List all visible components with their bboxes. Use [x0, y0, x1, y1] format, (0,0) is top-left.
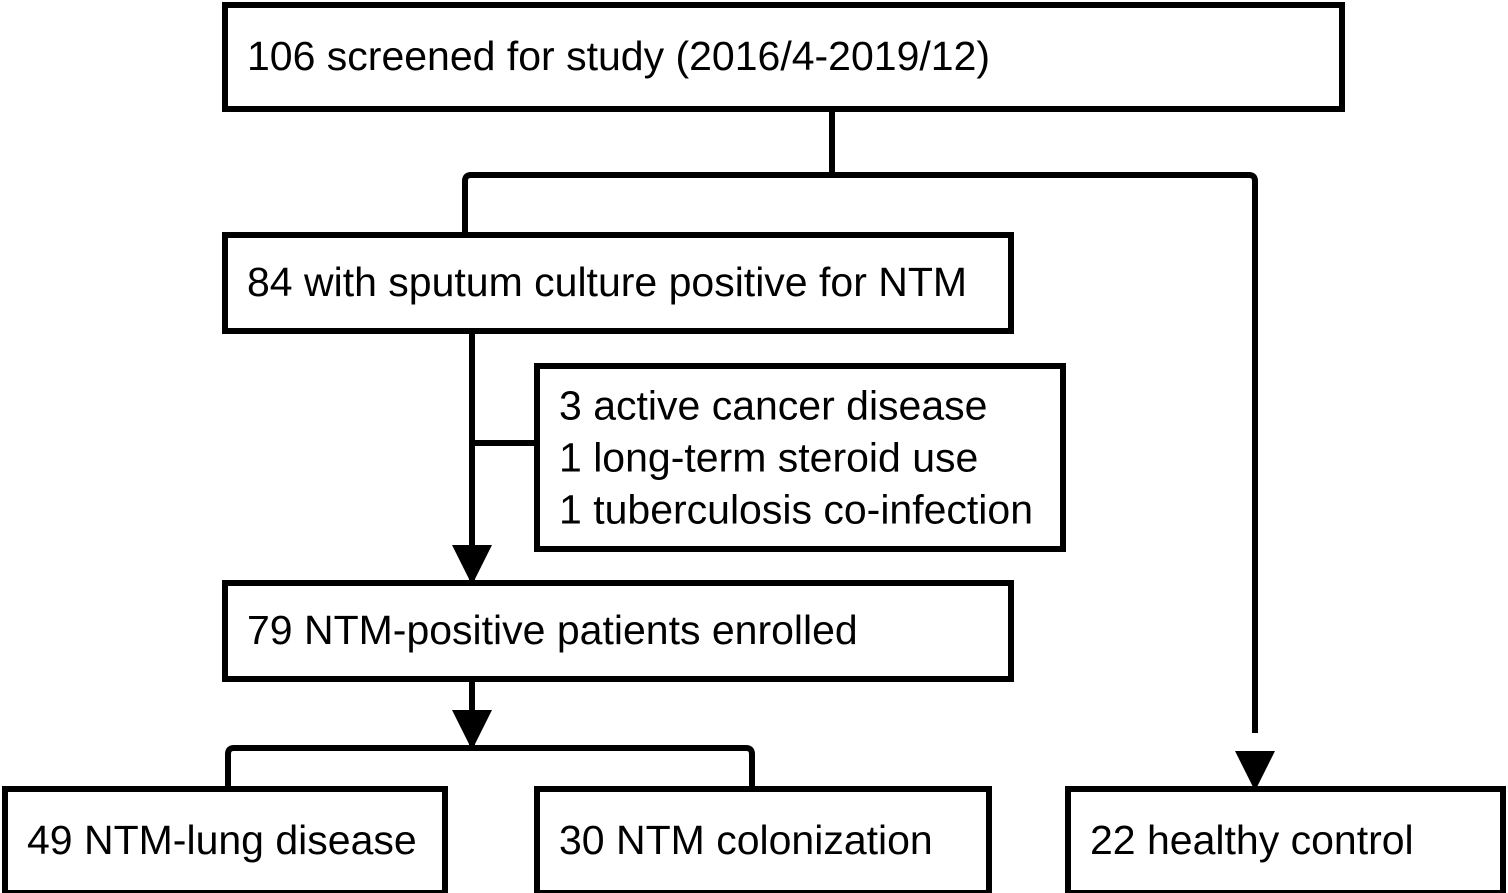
arrow-to-enrolled-icon — [452, 545, 492, 585]
node-culture-positive: 84 with sputum culture positive for NTM — [222, 232, 1014, 334]
node-enrolled-box — [222, 580, 1014, 682]
connector-enrolled-to-colonization — [745, 745, 755, 789]
node-colonization-box — [534, 786, 992, 893]
connector-screened-to-healthy-control — [1248, 172, 1258, 733]
node-screened: 106 screened for study (2016/4-2019/12) — [222, 2, 1345, 112]
node-enrolled: 79 NTM-positive patients enrolled — [222, 580, 1014, 682]
arrow-to-healthy-control-icon — [1235, 751, 1275, 791]
node-screened-box — [222, 2, 1345, 112]
connector-screened-to-culture-positive — [462, 172, 472, 235]
node-lung-disease-box — [2, 786, 448, 893]
node-excluded: 3 active cancer disease 1 long-term ster… — [534, 363, 1066, 552]
node-healthy-control: 22 healthy control — [1065, 786, 1506, 893]
arrowhead-layer — [452, 545, 1275, 791]
node-culture-positive-box — [222, 232, 1014, 334]
node-culture-positive-label: 84 with sputum culture positive for NTM — [247, 259, 967, 305]
connector-layer — [225, 109, 1258, 789]
node-excluded-line-2: 1 long-term steroid use — [559, 435, 978, 481]
node-healthy-control-box — [1065, 786, 1506, 893]
node-lung-disease-label: 49 NTM-lung disease — [27, 817, 417, 863]
node-screened-label: 106 screened for study (2016/4-2019/12) — [247, 33, 990, 79]
node-lung-disease: 49 NTM-lung disease — [2, 786, 448, 893]
node-colonization: 30 NTM colonization — [534, 786, 992, 893]
node-colonization-label: 30 NTM colonization — [559, 817, 933, 863]
connector-enrolled-to-lung-disease — [225, 745, 235, 789]
node-healthy-control-label: 22 healthy control — [1090, 817, 1414, 863]
node-excluded-line-3: 1 tuberculosis co-infection — [559, 487, 1033, 533]
node-excluded-line-1: 3 active cancer disease — [559, 383, 987, 429]
node-excluded-box — [534, 363, 1066, 552]
arrow-to-split-bar-icon — [452, 710, 492, 750]
node-enrolled-label: 79 NTM-positive patients enrolled — [247, 607, 858, 653]
